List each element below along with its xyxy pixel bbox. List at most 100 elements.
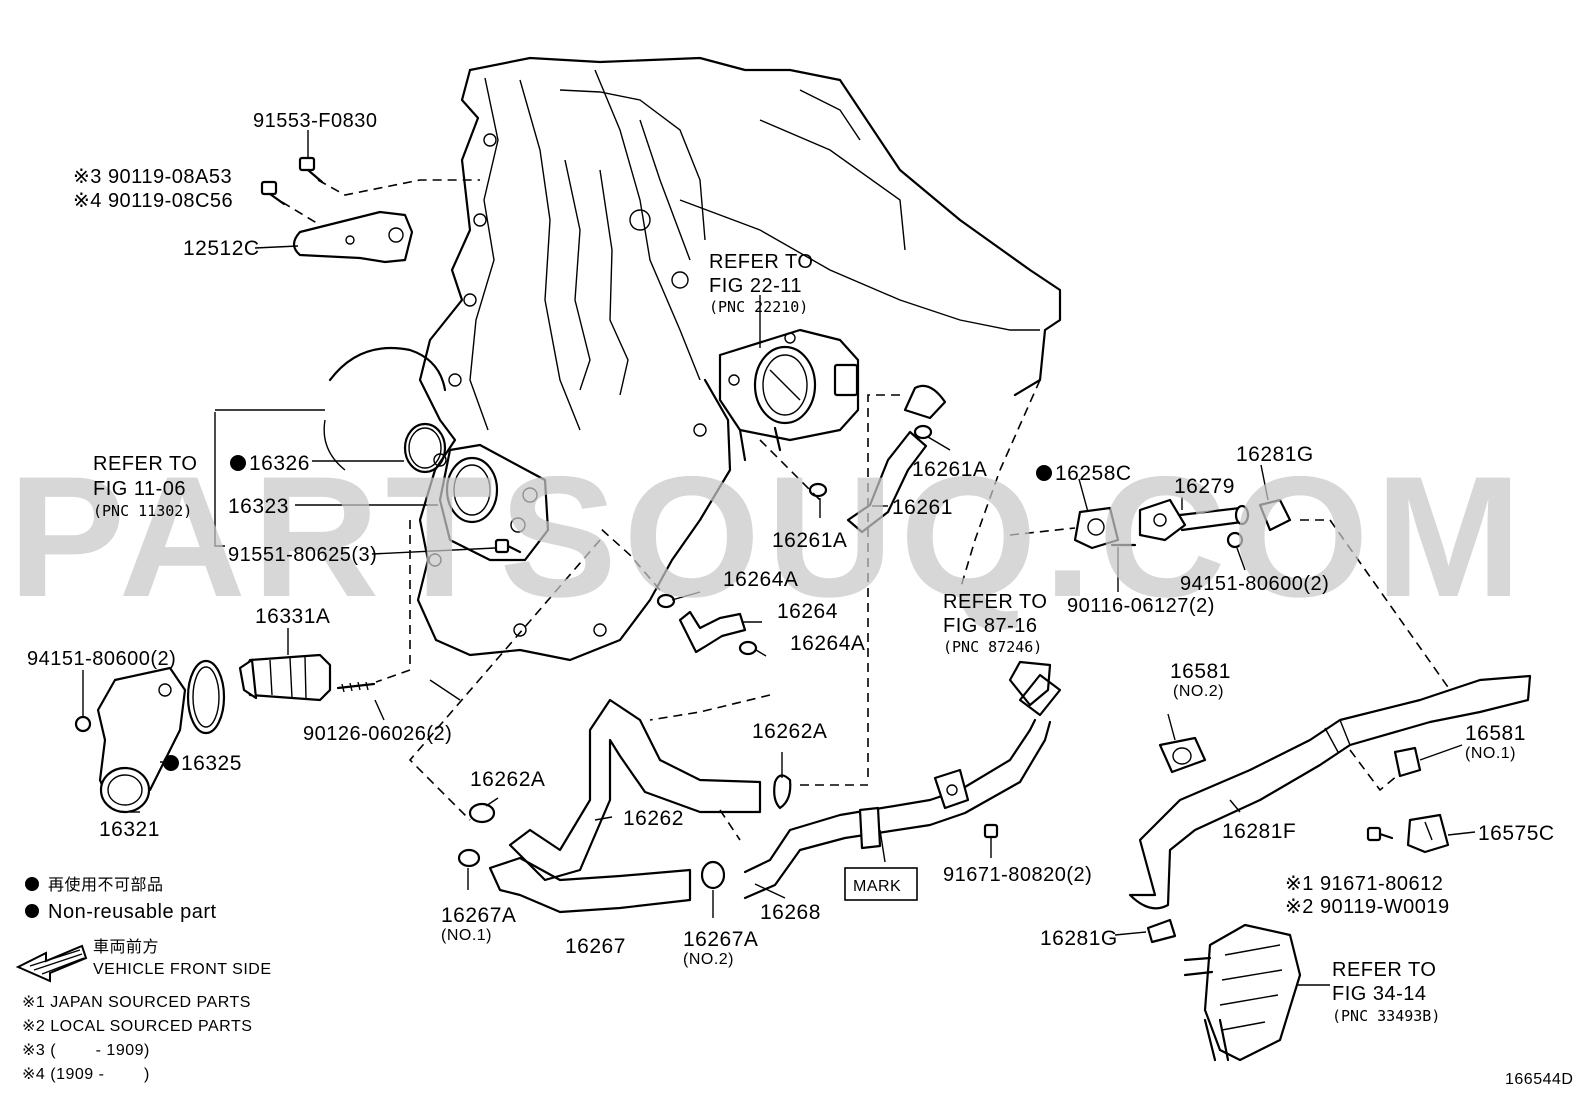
water-inlet-16321 (96, 666, 187, 814)
thermostat-16331a (238, 653, 332, 702)
ref-34-14-line3: (PNC 33493B) (1332, 1007, 1440, 1025)
nonreusable-dot-16326 (230, 455, 246, 471)
label-16262a-left: 16262A (470, 768, 545, 791)
refer-to-34-14: REFER TO FIG 34-14 (PNC 33493B) (1332, 959, 1440, 1025)
watermark: PARTSOUQ.COM (8, 441, 1528, 633)
bolt-90119-08a53 (260, 180, 286, 206)
label-16321: 16321 (99, 818, 160, 841)
clamp-16261a-bottom (808, 482, 828, 498)
hose-16262 (508, 698, 762, 882)
label-16261a-top: 16261A (912, 458, 987, 481)
clamp-16264a-top (656, 593, 676, 609)
label-90126-06026: 90126-06026(2) (303, 723, 452, 745)
label-90116-06127: 90116-06127(2) (1067, 595, 1215, 617)
label-16281g-top: 16281G (1236, 443, 1314, 466)
pipe-16279 (1138, 498, 1250, 542)
timing-cover-outline (323, 56, 1062, 701)
label-16326: 16326 (249, 452, 310, 475)
label-16258c: 16258C (1055, 462, 1132, 485)
label-16267a-no2: 16267A (683, 928, 758, 951)
clamp-16262a-right (773, 774, 792, 810)
ref-11-06-line3: (PNC 11302) (93, 502, 192, 520)
pipe-16268 (743, 718, 1052, 900)
bolt-91671-80612 (1366, 826, 1394, 842)
label-16264: 16264 (777, 600, 838, 623)
bracket-16575c (1406, 813, 1450, 854)
label-94151-80600-left: 94151-80600(2) (27, 648, 176, 670)
ref-11-06-line2: FIG 11-06 (93, 478, 186, 500)
bracket-12512c (292, 210, 414, 264)
ref-22-11-line3: (PNC 22210) (709, 298, 808, 316)
ref-22-11-line1: REFER TO (709, 251, 813, 273)
oil-cooler (1183, 923, 1302, 1062)
clamp-16262a-left (468, 802, 496, 824)
label-16581-no1: 16581 (1465, 722, 1526, 745)
part-labels: 91553-F0830 ※3 90119-08A53 ※4 90119-08C5… (27, 110, 1555, 968)
label-16264a-bottom: 16264A (790, 632, 865, 655)
label-16267a-no1-sub: (NO.1) (441, 927, 492, 944)
ref-11-06-line1: REFER TO (93, 453, 197, 475)
label-16581-no2: 16581 (1170, 660, 1231, 683)
label-16262: 16262 (623, 807, 684, 830)
gasket-16258c (1073, 506, 1120, 550)
bolt-91553-f0830 (298, 156, 324, 184)
nonreusable-dot-16258c (1036, 465, 1052, 481)
label-16581-no2-sub: (NO.2) (1173, 683, 1224, 700)
label-90119-08a53: ※3 90119-08A53 (73, 166, 232, 188)
label-16262a-right: 16262A (752, 720, 827, 743)
legend: 再使用不可部品 Non-reusable part 車両前方 VEHICLE F… (15, 876, 271, 1083)
clamp-16581-no2 (1158, 736, 1207, 774)
nut-94151-80600-left (74, 715, 92, 733)
label-16331a: 16331A (255, 605, 330, 628)
label-91671-80820: 91671-80820(2) (943, 864, 1092, 886)
ref-87-16-line3: (PNC 87246) (943, 638, 1042, 656)
label-16281g-bottom: 16281G (1040, 927, 1118, 950)
label-94151-80600-right: 94151-80600(2) (1180, 573, 1329, 595)
mark-box (844, 867, 918, 901)
label-16323: 16323 (228, 495, 289, 518)
clamp-16267a-no2 (700, 860, 726, 890)
ref-22-11-line2: FIG 22-11 (709, 275, 802, 297)
hose-16267 (488, 856, 692, 914)
throttle-body (718, 328, 860, 462)
label-91671-80612: ※1 91671-80612 (1285, 873, 1443, 895)
label-mark: MARK (853, 878, 901, 895)
ref-34-14-line2: FIG 34-14 (1332, 983, 1427, 1005)
legend-dot-jp (25, 877, 39, 891)
label-16281f: 16281F (1222, 820, 1296, 843)
label-16279: 16279 (1174, 475, 1235, 498)
label-16264a-top: 16264A (723, 568, 798, 591)
legend-note4: ※4 (1909 - ) (22, 1066, 150, 1083)
clamp-16264a-bottom (738, 640, 758, 656)
legend-note2: ※2 LOCAL SOURCED PARTS (22, 1018, 252, 1035)
ref-87-16-line1: REFER TO (943, 591, 1047, 613)
legend-note3: ※3 ( - 1909) (22, 1042, 150, 1059)
label-16575c: 16575C (1478, 822, 1555, 845)
label-16261: 16261 (892, 496, 953, 519)
clamp-16281g-bottom (1146, 918, 1177, 944)
legend-nonreusable-en: Non-reusable part (48, 901, 217, 923)
nut-94151-80600-right (1226, 531, 1244, 549)
clamp-16281g-top (1258, 498, 1292, 532)
nonreusable-dot-16325 (163, 755, 179, 771)
legend-nonreusable-jp: 再使用不可部品 (48, 876, 164, 894)
refer-to-11-06: REFER TO FIG 11-06 (PNC 11302) (93, 453, 197, 520)
front-arrow-icon (15, 944, 88, 983)
hose-16281f (1128, 674, 1532, 910)
label-90119-08c56: ※4 90119-08C56 (73, 190, 233, 212)
stud-90126-06026 (336, 681, 376, 693)
gasket-16326 (403, 422, 447, 474)
label-16325: 16325 (181, 752, 242, 775)
hose-16261 (846, 384, 947, 780)
label-91553-f0830: 91553-F0830 (253, 110, 377, 132)
label-16267a-no1: 16267A (441, 904, 516, 927)
bolt-91671-80820 (983, 823, 999, 839)
clamp-16581-no1 (1393, 746, 1422, 778)
label-90119-w0019: ※2 90119-W0019 (1285, 896, 1450, 918)
ref-34-14-line1: REFER TO (1332, 959, 1436, 981)
ref-87-16-line2: FIG 87-16 (943, 615, 1038, 637)
legend-front-jp: 車両前方 (93, 938, 159, 956)
clamp-16261a-top (913, 424, 933, 440)
label-91551-80625: 91551-80625(3) (228, 544, 377, 566)
